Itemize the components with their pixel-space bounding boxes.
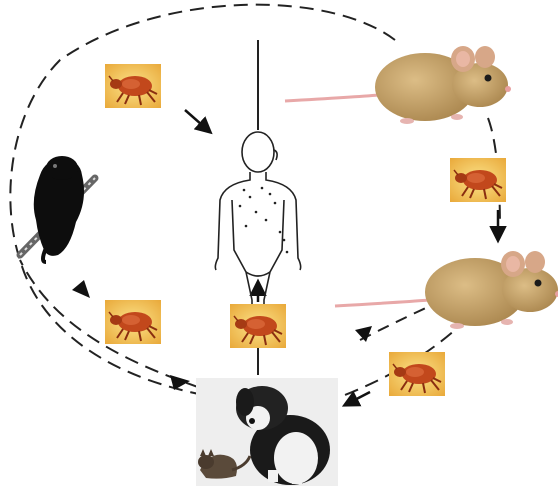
rat-on-branch-icon <box>20 156 95 262</box>
mouse-right-icon <box>335 251 558 329</box>
flea-tile-1 <box>105 64 161 108</box>
arrow-flea-to-human <box>185 110 210 132</box>
arrowhead-left <box>72 280 90 298</box>
flea-tile-5 <box>389 352 445 396</box>
flea-tile-2 <box>450 158 506 202</box>
dog-and-cat-icon <box>196 378 338 486</box>
flea-tile-4 <box>230 304 286 348</box>
mouse-top-icon <box>285 46 511 124</box>
flea-tile-3 <box>105 300 161 344</box>
arrowhead-right-inner <box>355 326 372 342</box>
